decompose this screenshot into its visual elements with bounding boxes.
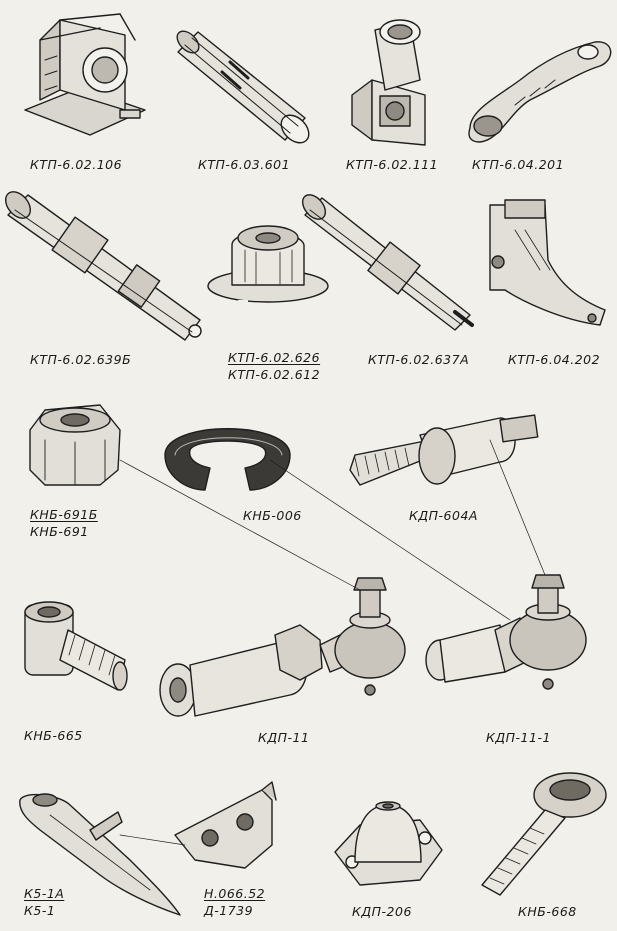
collar-stud-drawing: [349, 414, 539, 486]
leader-lines: [119, 439, 546, 846]
part-label: КНБ-006: [243, 508, 302, 523]
part-label: К5-1А: [24, 886, 65, 901]
tie-rod-end-drawing: [425, 574, 587, 690]
split-ring-drawing: [164, 428, 291, 491]
part-label: КТП-6.03.601: [198, 157, 291, 172]
part-label-secondary: Д-1739: [204, 903, 254, 918]
part-label: КДП-206: [352, 904, 412, 919]
part-label: КТП-6.02.639Б: [30, 352, 132, 367]
part-label: КТП-6.02.637А: [368, 352, 470, 367]
part-label: КНБ-691Б: [30, 507, 98, 522]
threaded-splined-shaft-drawing: [301, 194, 474, 331]
part-label: КТП-6.02.626: [228, 350, 321, 365]
part-label: Н.066.52: [204, 886, 266, 901]
part-label: КДП-604А: [409, 508, 478, 523]
part-label: КДП-11: [258, 730, 310, 745]
part-label: КДП-11-1: [486, 730, 551, 745]
support-bracket-drawing: [489, 199, 606, 326]
part-label-secondary: КНБ-691: [30, 524, 89, 539]
tie-rod-assembly-drawing: [159, 577, 406, 717]
part-label: КТП-6.04.201: [472, 157, 565, 172]
part-label: КТП-6.02.106: [30, 157, 123, 172]
long-shaft-drawing: [4, 191, 202, 341]
gearbox-housing-drawing: [24, 13, 146, 136]
lever-arm-drawing: [468, 41, 612, 143]
hex-nut-drawing: [29, 404, 121, 486]
flanged-cap-drawing: [334, 801, 443, 886]
part-label: КТП-6.02.111: [346, 157, 439, 172]
part-label: КТП-6.04.202: [508, 352, 601, 367]
eye-bolt-drawing: [24, 601, 128, 691]
banjo-bolt-drawing: [481, 772, 607, 896]
cutter-finger-drawing: [19, 793, 181, 916]
part-label-secondary: КТП-6.02.612: [228, 367, 321, 382]
knife-plate-drawing: [174, 781, 277, 869]
part-label: КНБ-665: [24, 728, 83, 743]
valve-body-drawing: [351, 19, 426, 146]
splined-shaft-drawing: [176, 30, 310, 144]
spline-bushing-drawing: [207, 225, 329, 310]
part-label: КНБ-668: [518, 904, 577, 919]
part-label-secondary: К5-1: [24, 903, 56, 918]
